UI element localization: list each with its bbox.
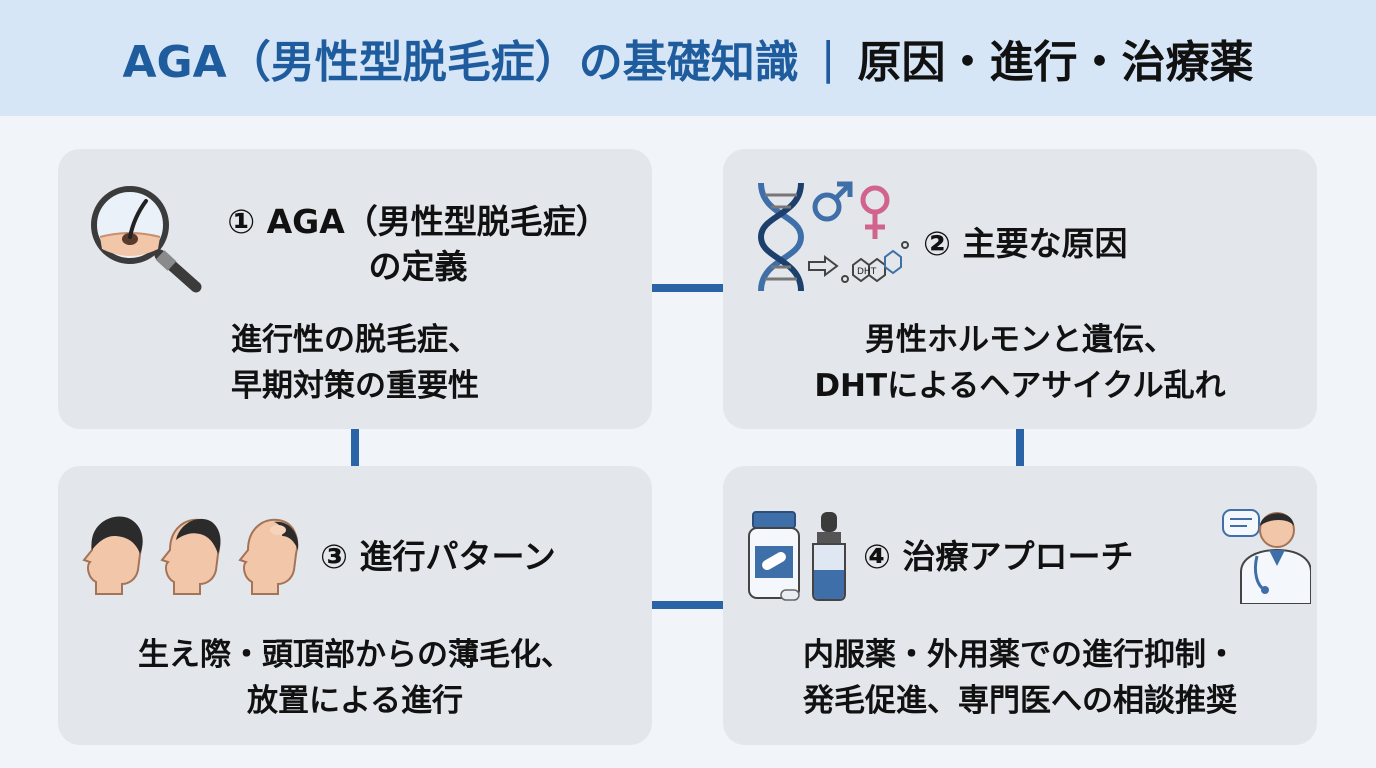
- card-body-line1: 進行性の脱毛症、: [231, 322, 479, 358]
- card-treatment-approach: ④ 治療アプローチ 内服薬・外用薬での進行抑制・ 発毛促進、専門医への相談推奨: [723, 466, 1317, 745]
- card-body: 内服薬・外用薬での進行抑制・ 発毛促進、専門医への相談推奨: [723, 632, 1317, 724]
- card-number: ②: [923, 224, 951, 263]
- card-title: ③ 進行パターン: [320, 534, 556, 579]
- card-title-text: 治療アプローチ: [902, 537, 1134, 576]
- card-title-text: 進行パターン: [359, 537, 556, 576]
- card-body-line2: DHTによるヘアサイクル乱れ: [814, 368, 1226, 404]
- card-body: 生え際・頭頂部からの薄毛化、 放置による進行: [58, 632, 652, 724]
- card-title-text: 主要な原因: [962, 224, 1128, 263]
- card-title: ② 主要な原因: [923, 221, 1127, 266]
- card-aga-definition: ① AGA（男性型脱毛症） の定義 進行性の脱毛症、 早期対策の重要性: [58, 149, 652, 429]
- card-body-line1: 内服薬・外用薬での進行抑制・: [803, 637, 1237, 673]
- doctor-icon: [1222, 509, 1311, 604]
- card-title-line1: AGA（男性型脱毛症）: [266, 202, 609, 241]
- card-body-line2: 放置による進行: [246, 683, 464, 719]
- card-number: ①: [227, 202, 256, 241]
- dht-molecule-icon: DHT: [841, 241, 909, 283]
- magnifier-hair-follicle-icon: [91, 186, 202, 293]
- card-body-line2: 発毛促進、専門医への相談推奨: [803, 683, 1237, 719]
- dropper-bottle-icon: [812, 512, 846, 601]
- card-body: 男性ホルモンと遺伝、 DHTによるヘアサイクル乱れ: [723, 317, 1317, 409]
- card-body-line2: 早期対策の重要性: [231, 368, 479, 404]
- card-body-line1: 男性ホルモンと遺伝、: [865, 322, 1175, 358]
- title-separator: |: [820, 32, 836, 84]
- card-body: 進行性の脱毛症、 早期対策の重要性: [58, 317, 652, 409]
- dht-label: DHT: [857, 267, 877, 277]
- male-symbol-icon: [812, 181, 853, 222]
- card-number: ③: [320, 537, 348, 576]
- card-title-line2: の定義: [368, 247, 468, 286]
- connector-2-4: [1016, 429, 1024, 466]
- connector-3-4: [652, 601, 723, 609]
- card-number: ④: [863, 537, 891, 576]
- card-main-causes: DHT ② 主要な原因 男性ホルモンと遺伝、 DHTによるヘアサイクル乱れ: [723, 149, 1317, 429]
- pill-bottle-icon: [748, 511, 800, 601]
- connector-1-3: [351, 429, 359, 466]
- card-progression-pattern: ③ 進行パターン 生え際・頭頂部からの薄毛化、 放置による進行: [58, 466, 652, 745]
- female-symbol-icon: [860, 185, 890, 239]
- card-title: ① AGA（男性型脱毛症） の定義: [208, 199, 628, 289]
- head-bald-crown-icon: [238, 518, 299, 595]
- dna-icon: [757, 182, 805, 292]
- page-header: AGA（男性型脱毛症）の基礎知識 | 原因・進行・治療薬: [0, 0, 1376, 116]
- head-full-hair-icon: [82, 516, 143, 595]
- card-body-line1: 生え際・頭頂部からの薄毛化、: [138, 637, 572, 673]
- head-thinning-icon: [160, 518, 221, 595]
- page-subtitle: 原因・進行・治療薬: [857, 37, 1254, 88]
- arrow-right-icon: [808, 255, 839, 277]
- page-title: AGA（男性型脱毛症）の基礎知識: [122, 37, 799, 88]
- card-title: ④ 治療アプローチ: [863, 534, 1133, 579]
- connector-1-2: [652, 284, 723, 292]
